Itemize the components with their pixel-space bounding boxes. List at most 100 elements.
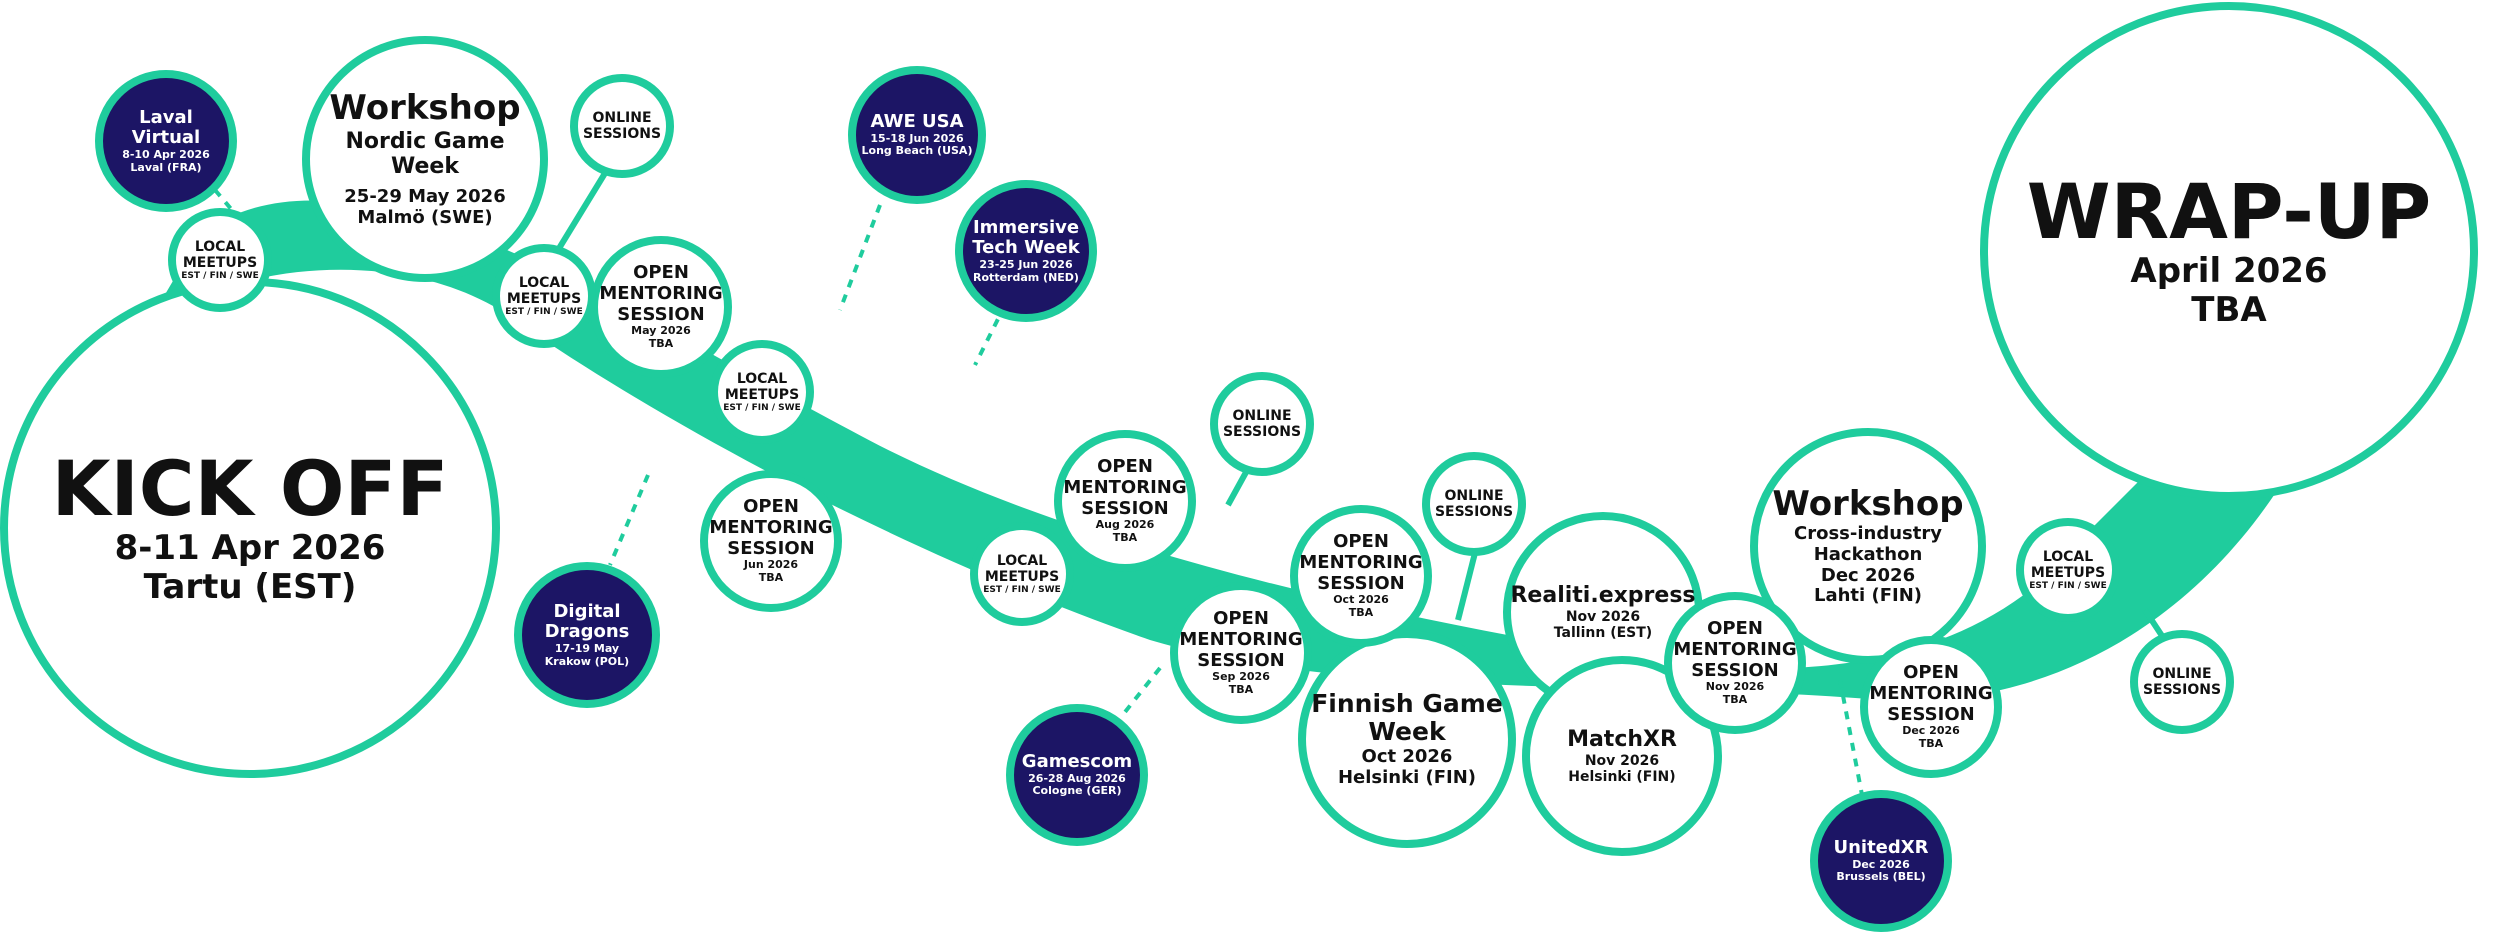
mentoring-line: SESSION (727, 537, 815, 559)
wrapup-node: WRAP-UP April 2026 TBA (1980, 2, 2478, 500)
mentoring-line: MENTORING (1869, 683, 1993, 705)
mentoring-date: May 2026 (631, 324, 691, 338)
meetups-sub: EST / FIN / SWE (983, 584, 1061, 595)
mentoring-place: TBA (648, 337, 674, 351)
mentoring-line: SESSION (1691, 659, 1779, 681)
laval-title: Laval Virtual (131, 106, 201, 149)
online-node: ONLINE SESSIONS (570, 74, 674, 178)
awe-date: 15-18 Jun 2026 (870, 131, 964, 145)
mentoring-date: Sep 2026 (1212, 670, 1270, 684)
gamescom-place: Cologne (GER) (1032, 784, 1122, 798)
fgw-title-2: Week (1368, 717, 1446, 747)
mentoring-line: OPEN (1333, 531, 1389, 553)
event-dragons-node: Digital Dragons 17-19 May Krakow (POL) (514, 562, 660, 708)
unitedxr-place: Brussels (BEL) (1836, 870, 1926, 884)
mentoring-date: Jun 2026 (743, 558, 799, 572)
fgw-date: Oct 2026 (1361, 746, 1453, 768)
immersive-title-1: Immersive (972, 216, 1080, 238)
mentoring-line: OPEN (1213, 608, 1269, 630)
mentoring-place: TBA (1112, 531, 1138, 545)
workshop-nordic-event: Nordic Game Week (345, 128, 505, 179)
online-line: SESSIONS (1434, 504, 1514, 520)
awe-place: Long Beach (USA) (861, 144, 973, 158)
meetups-node: LOCAL MEETUPS EST / FIN / SWE (710, 340, 814, 444)
mentoring-date: Aug 2026 (1095, 518, 1155, 532)
workshop-hack-event-2: Hackathon (1813, 543, 1923, 565)
online-line: ONLINE (1232, 407, 1292, 424)
mentoring-node: OPEN MENTORING SESSION May 2026 TBA (590, 236, 732, 378)
online-line: ONLINE (1444, 487, 1504, 504)
unitedxr-title: UnitedXR (1833, 837, 1929, 859)
mentoring-place: TBA (758, 571, 784, 585)
online-line: SESSIONS (1222, 424, 1302, 440)
meetups-node: LOCAL MEETUPS EST / FIN / SWE (970, 522, 1074, 626)
mentoring-line: OPEN (743, 496, 799, 518)
immersive-title-2: Tech Week (972, 237, 1080, 259)
realiti-title: Realiti.express (1510, 583, 1696, 609)
immersive-date: 23-25 Jun 2026 (979, 258, 1073, 272)
mentoring-place: TBA (1348, 606, 1374, 620)
meetups-line: MEETUPS (984, 568, 1060, 585)
meetups-sub: EST / FIN / SWE (181, 270, 259, 281)
mentoring-line: MENTORING (1673, 639, 1797, 661)
laval-place: Laval (FRA) (130, 160, 202, 174)
mentoring-line: OPEN (1903, 662, 1959, 684)
dotted-connectors (213, 188, 1864, 796)
workshop-nordic-node: Workshop Nordic Game Week 25-29 May 2026… (302, 36, 548, 282)
gamescom-date: 26-28 Aug 2026 (1028, 771, 1126, 785)
mentoring-date: Oct 2026 (1333, 593, 1389, 607)
workshop-hack-place: Lahti (FIN) (1814, 585, 1922, 607)
workshop-hack-event-1: Cross-industry (1794, 523, 1942, 545)
kickoff-node: KICK OFF 8-11 Apr 2026 Tartu (EST) (0, 278, 500, 778)
event-immersive-node: Immersive Tech Week 23-25 Jun 2026 Rotte… (955, 180, 1097, 322)
matchxr-place: Helsinki (FIN) (1568, 768, 1676, 785)
meetups-line: LOCAL (518, 274, 570, 291)
matchxr-node: MatchXR Nov 2026 Helsinki (FIN) (1522, 656, 1722, 856)
mentoring-node: OPEN MENTORING SESSION Nov 2026 TBA (1664, 592, 1806, 734)
laval-date: 8-10 Apr 2026 (122, 148, 210, 162)
meetups-line: MEETUPS (2030, 564, 2106, 581)
meetups-sub: EST / FIN / SWE (505, 306, 583, 317)
mentoring-line: MENTORING (1299, 552, 1423, 574)
meetups-sub: EST / FIN / SWE (2029, 580, 2107, 591)
workshop-hack-date: Dec 2026 (1820, 564, 1916, 586)
workshop-nordic-title: Workshop (329, 88, 521, 129)
workshop-nordic-place: Malmö (SWE) (357, 206, 493, 228)
mentoring-node: OPEN MENTORING SESSION Dec 2026 TBA (1860, 636, 2002, 778)
mentoring-place: TBA (1918, 737, 1944, 751)
event-gamescom-node: Gamescom 26-28 Aug 2026 Cologne (GER) (1006, 704, 1148, 846)
dragons-title-2: Dragons (544, 621, 630, 643)
event-laval-node: Laval Virtual 8-10 Apr 2026 Laval (FRA) (95, 70, 237, 212)
mentoring-date: Nov 2026 (1705, 680, 1765, 694)
immersive-place: Rotterdam (NED) (973, 270, 1079, 284)
meetups-node: LOCAL MEETUPS EST / FIN / SWE (2016, 518, 2120, 622)
mentoring-node: OPEN MENTORING SESSION Oct 2026 TBA (1290, 505, 1432, 647)
meetups-line: LOCAL (194, 238, 246, 255)
meetups-node: LOCAL MEETUPS EST / FIN / SWE (168, 208, 272, 312)
mentoring-line: SESSION (1081, 497, 1169, 519)
gamescom-title: Gamescom (1021, 751, 1133, 773)
mentoring-place: TBA (1722, 693, 1748, 707)
event-awe-node: AWE USA 15-18 Jun 2026 Long Beach (USA) (848, 66, 986, 204)
wrapup-date: April 2026 (2130, 250, 2328, 291)
online-line: SESSIONS (2142, 682, 2222, 698)
online-node: ONLINE SESSIONS (2130, 630, 2234, 734)
mentoring-date: Dec 2026 (1902, 724, 1960, 738)
meetups-line: MEETUPS (182, 254, 258, 271)
mentoring-node: OPEN MENTORING SESSION Aug 2026 TBA (1054, 430, 1196, 572)
mentoring-place: TBA (1228, 683, 1254, 697)
online-line: ONLINE (2152, 665, 2212, 682)
workshop-hack-title: Workshop (1772, 484, 1964, 525)
meetups-node: LOCAL MEETUPS EST / FIN / SWE (492, 244, 596, 348)
unitedxr-date: Dec 2026 (1852, 857, 1910, 871)
workshop-nordic-date: 25-29 May 2026 (344, 186, 506, 208)
online-line: SESSIONS (582, 126, 662, 142)
awe-title: AWE USA (870, 111, 964, 133)
kickoff-date: 8-11 Apr 2026 (114, 527, 386, 568)
realiti-date: Nov 2026 (1565, 608, 1641, 625)
mentoring-line: MENTORING (1063, 477, 1187, 499)
fgw-place: Helsinki (FIN) (1337, 766, 1477, 788)
online-node: ONLINE SESSIONS (1210, 372, 1314, 476)
meetups-sub: EST / FIN / SWE (723, 402, 801, 413)
